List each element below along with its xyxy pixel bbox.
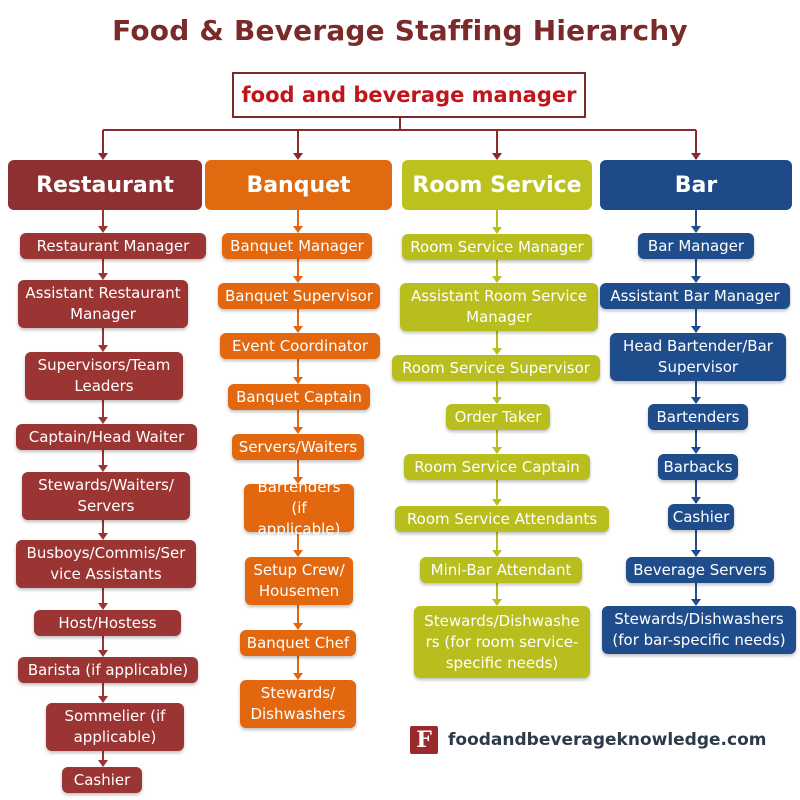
role-node: Banquet Captain xyxy=(228,384,370,410)
role-node: Order Taker xyxy=(446,404,550,430)
arrow-head-icon xyxy=(492,276,502,283)
role-node: Restaurant Manager xyxy=(20,233,206,259)
manager-box: food and beverage manager xyxy=(232,72,586,118)
arrow-head-icon xyxy=(98,345,108,352)
arrow-head-icon xyxy=(691,226,701,233)
arrow-head-icon xyxy=(98,153,108,160)
role-node: Room Service Captain xyxy=(404,454,590,480)
role-node: Mini-Bar Attendant xyxy=(420,557,582,583)
role-node: Banquet Manager xyxy=(222,233,372,259)
arrow-head-icon xyxy=(293,276,303,283)
arrow-head-icon xyxy=(98,465,108,472)
arrow-head-icon xyxy=(492,499,502,506)
arrow-head-icon xyxy=(492,227,502,234)
role-node: Servers/Waiters xyxy=(232,434,364,460)
role-node: Stewards/Dishwashe rs (for room service-… xyxy=(414,606,590,678)
site-logo-icon: F xyxy=(410,726,438,754)
arrow-head-icon xyxy=(691,326,701,333)
role-node: Banquet Chef xyxy=(240,630,356,656)
page-title: Food & Beverage Staffing Hierarchy xyxy=(112,14,688,47)
arrow-head-icon xyxy=(492,348,502,355)
arrow-head-icon xyxy=(293,226,303,233)
arrow-head-icon xyxy=(98,760,108,767)
arrow-head-icon xyxy=(492,599,502,606)
arrow-head-icon xyxy=(98,226,108,233)
role-node: Barista (if applicable) xyxy=(18,657,198,683)
arrow-head-icon xyxy=(98,533,108,540)
role-node: Room Service Supervisor xyxy=(392,355,600,381)
arrow-head-icon xyxy=(492,153,502,160)
role-node: Head Bartender/Bar Supervisor xyxy=(610,333,786,381)
website-link[interactable]: foodandbeverageknowledge.com xyxy=(448,730,767,750)
role-node: Stewards/Waiters/ Servers xyxy=(22,472,190,520)
role-node: Assistant Bar Manager xyxy=(600,283,790,309)
arrow-head-icon xyxy=(293,153,303,160)
arrow-head-icon xyxy=(492,550,502,557)
role-node: Event Coordinator xyxy=(220,333,380,359)
column-header-banquet: Banquet xyxy=(205,160,392,210)
footer: F foodandbeverageknowledge.com xyxy=(410,726,766,754)
role-node: Sommelier (if applicable) xyxy=(46,703,184,751)
arrow-head-icon xyxy=(691,497,701,504)
column-header-restaurant: Restaurant xyxy=(8,160,202,210)
role-node: Captain/Head Waiter xyxy=(16,424,197,450)
arrow-head-icon xyxy=(98,650,108,657)
role-node: Supervisors/Team Leaders xyxy=(25,352,183,400)
arrow-head-icon xyxy=(98,603,108,610)
role-node: Stewards/Dishwashers (for bar-specific n… xyxy=(602,606,796,654)
column-header-bar: Bar xyxy=(600,160,792,210)
arrow-head-icon xyxy=(98,696,108,703)
role-node: Banquet Supervisor xyxy=(218,283,380,309)
role-node: Bar Manager xyxy=(638,233,754,259)
arrow-head-icon xyxy=(691,447,701,454)
arrow-head-icon xyxy=(293,477,303,484)
role-node: Stewards/ Dishwashers xyxy=(240,680,356,728)
arrow-head-icon xyxy=(293,550,303,557)
column-header-room-service: Room Service xyxy=(402,160,592,210)
arrow-head-icon xyxy=(293,623,303,630)
role-node: Cashier xyxy=(668,504,734,530)
arrow-head-icon xyxy=(691,153,701,160)
arrow-head-icon xyxy=(98,417,108,424)
arrow-head-icon xyxy=(293,673,303,680)
role-node: Barbacks xyxy=(658,454,738,480)
role-node: Bartenders (if applicable) xyxy=(244,478,354,538)
arrow-head-icon xyxy=(98,273,108,280)
arrow-head-icon xyxy=(691,276,701,283)
arrow-head-icon xyxy=(691,599,701,606)
role-node: Beverage Servers xyxy=(626,557,774,583)
role-node: Assistant Room Service Manager xyxy=(400,283,598,331)
role-node: Cashier xyxy=(62,767,142,793)
role-node: Host/Hostess xyxy=(34,610,181,636)
role-node: Assistant Restaurant Manager xyxy=(18,280,188,328)
arrow-head-icon xyxy=(492,397,502,404)
role-node: Setup Crew/ Housemen xyxy=(245,557,353,605)
arrow-head-icon xyxy=(293,377,303,384)
arrow-head-icon xyxy=(691,397,701,404)
role-node: Room Service Attendants xyxy=(395,506,609,532)
role-node: Busboys/Commis/Ser vice Assistants xyxy=(16,540,196,588)
role-node: Room Service Manager xyxy=(402,234,592,260)
arrow-head-icon xyxy=(691,550,701,557)
arrow-head-icon xyxy=(293,427,303,434)
role-node: Bartenders xyxy=(648,404,748,430)
arrow-head-icon xyxy=(492,447,502,454)
arrow-head-icon xyxy=(293,326,303,333)
